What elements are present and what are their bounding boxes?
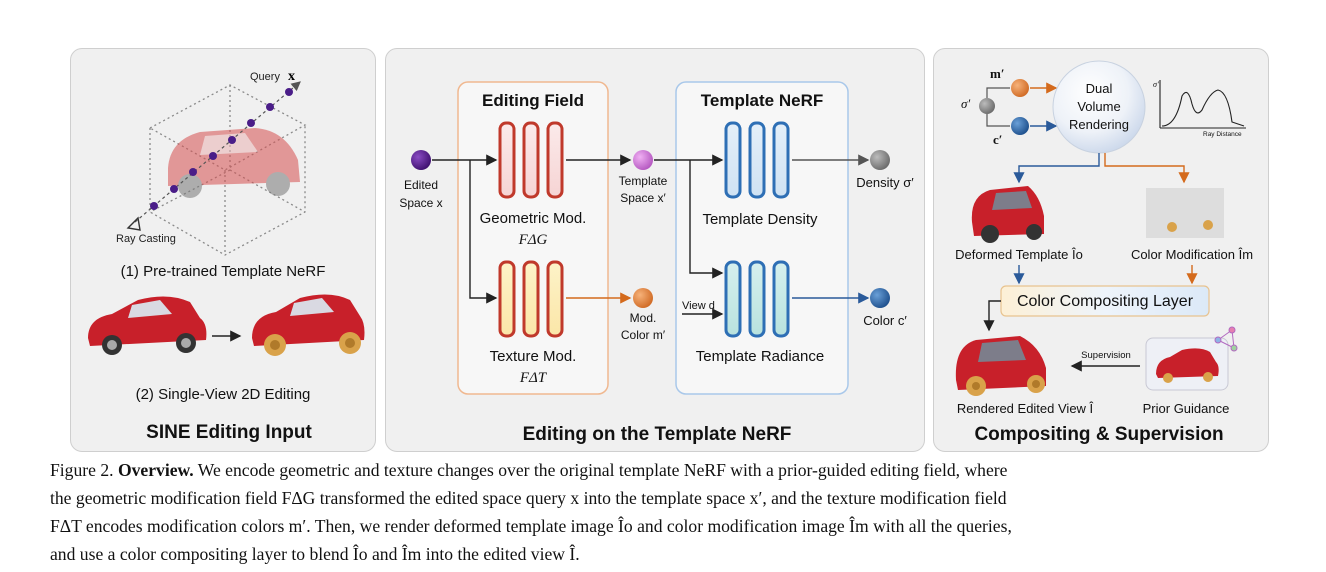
template-car-image xyxy=(168,128,300,198)
dvr-label-1: Dual xyxy=(1086,81,1113,96)
camera-icon xyxy=(126,216,141,231)
color-mod-wheel-1 xyxy=(1167,222,1177,232)
caption-figure-number: Figure 2. xyxy=(50,460,118,480)
edited-car-image xyxy=(252,294,365,356)
color-modification-label: Color Modification Îm xyxy=(1131,247,1253,262)
edited-space-label-1: Edited xyxy=(404,178,438,192)
sigma-prime-label: σ′ xyxy=(961,96,970,111)
dvr-to-colormod-arrow xyxy=(1104,153,1190,184)
view-d-label: View d xyxy=(682,300,715,312)
deformed-template-image xyxy=(971,186,1044,243)
color-compositing-label: Color Compositing Layer xyxy=(1017,293,1194,310)
sigma-branch-lines xyxy=(986,87,1010,127)
step2-label: (2) Single-View 2D Editing xyxy=(136,386,311,403)
deformed-template-label: Deformed Template Îo xyxy=(955,247,1083,262)
c-prime-label: c′ xyxy=(993,132,1002,147)
rendered-edited-view-image xyxy=(955,336,1046,396)
template-space-label-1: Template xyxy=(619,174,668,188)
color-node xyxy=(870,288,890,308)
caption-line-1: Figure 2. Overview. We encode geometric … xyxy=(50,456,1290,484)
edited-space-label-2: Space x xyxy=(399,196,442,210)
panel1-title: SINE Editing Input xyxy=(146,422,312,443)
query-label: Query xyxy=(250,71,280,83)
caption-overview: Overview. xyxy=(117,460,194,480)
color-modification-image xyxy=(1146,188,1224,238)
c-node xyxy=(1011,117,1029,135)
prior-guidance-label: Prior Guidance xyxy=(1143,401,1230,416)
template-density-label: Template Density xyxy=(702,211,818,228)
query-symbol: x xyxy=(288,69,295,84)
ray-casting-label: Ray Casting xyxy=(116,233,176,245)
plot-x-label: Ray Distance xyxy=(1203,131,1242,138)
m-prime-label: m′ xyxy=(990,66,1005,81)
template-flow-arrows xyxy=(654,154,870,320)
mod-color-node xyxy=(633,288,653,308)
step1-label: (1) Pre-trained Template NeRF xyxy=(121,263,326,280)
color-mod-wheel-2 xyxy=(1203,220,1213,230)
caption-line-2: the geometric modification field FΔG tra… xyxy=(50,488,1007,508)
mod-color-label-1: Mod. xyxy=(630,311,657,325)
prior-guidance-car xyxy=(1156,348,1219,383)
density-label: Density σ′ xyxy=(856,175,914,190)
template-density-blocks xyxy=(724,121,790,199)
ccl-to-rendered-arrow xyxy=(983,300,1001,332)
sigma-node xyxy=(979,98,995,114)
prior-network-icon xyxy=(1214,326,1238,352)
mod-color-label-2: Color m′ xyxy=(621,328,666,342)
caption-line-1-text: We encode geometric and texture changes … xyxy=(193,460,1008,480)
edited-space-node xyxy=(411,150,431,170)
template-radiance-blocks xyxy=(724,260,790,338)
texture-mod-blocks xyxy=(498,260,564,338)
geometric-mod-label: Geometric Mod. xyxy=(480,210,587,227)
dvr-label-3: Rendering xyxy=(1069,117,1129,132)
texture-mod-label: Texture Mod. xyxy=(490,348,577,365)
sine-editing-input-panel xyxy=(70,48,376,452)
dvr-label-2: Volume xyxy=(1077,99,1120,114)
texture-mod-symbol: FΔT xyxy=(519,370,548,386)
editing-flow-arrows xyxy=(432,154,632,304)
geometric-mod-blocks xyxy=(498,121,564,199)
template-radiance-label: Template Radiance xyxy=(696,348,824,365)
dvr-to-deformed-arrow xyxy=(1013,153,1100,184)
panel3-title: Compositing & Supervision xyxy=(974,424,1223,445)
template-space-label-2: Space x′ xyxy=(620,191,666,205)
template-space-node xyxy=(633,150,653,170)
density-plot xyxy=(1159,80,1246,129)
original-car-image xyxy=(88,296,207,355)
rendered-edited-view-label: Rendered Edited View Î xyxy=(957,401,1094,416)
density-node xyxy=(870,150,890,170)
plot-y-label: σ′ xyxy=(1153,80,1159,89)
figure-caption: Figure 2. Overview. We encode geometric … xyxy=(50,456,1290,568)
geometric-mod-symbol: FΔG xyxy=(518,232,548,248)
ray-sample-points xyxy=(150,88,293,210)
caption-line-3: FΔT encodes modification colors m′. Then… xyxy=(50,516,1012,536)
caption-line-4: and use a color compositing layer to ble… xyxy=(50,544,580,564)
color-label: Color c′ xyxy=(863,313,907,328)
supervision-label: Supervision xyxy=(1081,350,1131,361)
editing-field-title: Editing Field xyxy=(482,91,584,110)
panel2-title: Editing on the Template NeRF xyxy=(523,424,792,445)
m-node xyxy=(1011,79,1029,97)
template-nerf-title: Template NeRF xyxy=(701,91,824,110)
